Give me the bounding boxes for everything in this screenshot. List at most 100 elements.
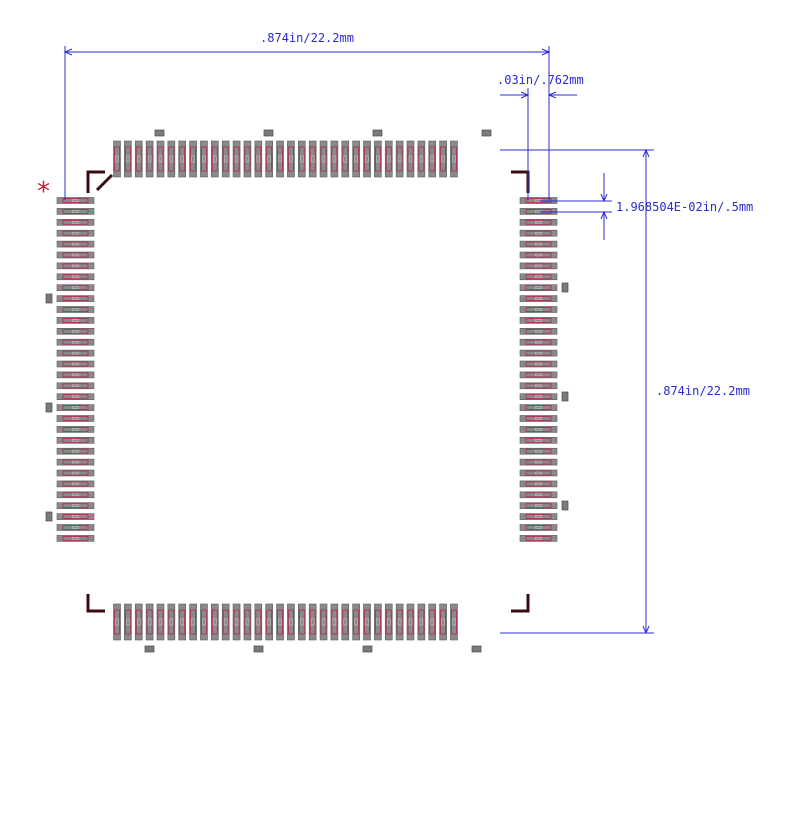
- pad-top: [232, 140, 241, 178]
- pad-left: [56, 229, 95, 237]
- pad-top: [330, 140, 339, 178]
- pad-left: [56, 208, 95, 215]
- pads-layer: [56, 140, 558, 641]
- pad-bottom: [243, 603, 252, 641]
- pad-left: [56, 480, 95, 488]
- pad-bottom: [265, 603, 273, 641]
- pad-bottom: [287, 603, 295, 641]
- pin1-marker: *: [37, 177, 50, 207]
- pad-right: [519, 458, 558, 466]
- pad-top: [428, 140, 437, 178]
- pad-bottom: [395, 603, 404, 641]
- pad-bottom: [352, 603, 360, 641]
- pad-top: [287, 140, 295, 178]
- pad-right: [519, 360, 558, 368]
- pad-right: [519, 284, 558, 292]
- fiducial-mark: [263, 129, 274, 137]
- pad-bottom: [374, 603, 382, 641]
- pad-left: [56, 219, 95, 226]
- pad-left: [56, 284, 95, 292]
- pad-bottom: [439, 603, 447, 641]
- pad-top: [134, 140, 143, 178]
- pad-left: [56, 393, 95, 401]
- pad-right: [519, 415, 558, 422]
- pad-bottom: [156, 603, 165, 641]
- corner-top-left: [86, 170, 105, 193]
- pad-left: [56, 306, 95, 313]
- fiducial-mark: [154, 129, 165, 137]
- pad-right: [519, 273, 558, 281]
- fiducial-mark: [362, 645, 373, 653]
- pad-bottom: [308, 603, 317, 641]
- pad-top: [308, 140, 317, 178]
- pad-right: [519, 524, 558, 531]
- pad-left: [56, 524, 95, 531]
- pad-top: [384, 140, 393, 178]
- height-dimension-label: .874in/22.2mm: [656, 384, 750, 398]
- pad-left: [56, 436, 95, 444]
- pad-bottom: [297, 603, 306, 641]
- pad-bottom: [189, 603, 197, 641]
- fiducial-mark: [45, 402, 53, 413]
- width-arrow-right: [541, 48, 551, 56]
- pad-right: [519, 436, 558, 444]
- pad-left: [56, 371, 95, 379]
- fiducial-mark: [561, 391, 569, 402]
- pad-left: [56, 447, 95, 455]
- pad-left: [56, 295, 95, 302]
- pad-right: [519, 306, 558, 313]
- pad-left: [56, 273, 95, 281]
- pad-bottom: [406, 603, 415, 641]
- pad-right: [519, 371, 558, 379]
- pad-left: [56, 469, 95, 477]
- pad-top: [145, 140, 154, 178]
- pad-top: [352, 140, 360, 178]
- pad-bottom: [363, 603, 371, 641]
- pad-left: [56, 197, 95, 204]
- width-arrow-left: [63, 48, 73, 56]
- fiducial-mark: [45, 511, 53, 522]
- pad-left: [56, 251, 95, 259]
- corner-bottom-right: [511, 594, 530, 613]
- pad-bottom: [319, 603, 328, 641]
- pad-right: [519, 240, 558, 248]
- pad-bottom: [276, 603, 284, 641]
- pad-left: [56, 415, 95, 422]
- pad-left: [56, 426, 95, 433]
- pad-bottom: [417, 603, 426, 641]
- pad-left: [56, 338, 95, 346]
- pad-bottom: [221, 603, 230, 641]
- pad-left: [56, 317, 95, 324]
- pad-left: [56, 535, 95, 542]
- pad-bottom: [384, 603, 393, 641]
- pitch-arrow-top: [600, 193, 608, 203]
- pad-right: [519, 491, 558, 499]
- pad-top: [439, 140, 447, 178]
- pad-left: [56, 262, 95, 270]
- pad-top: [363, 140, 371, 178]
- pad-top: [221, 140, 230, 178]
- pad-right: [519, 502, 558, 510]
- pad-bottom: [232, 603, 241, 641]
- pad-width-dimension-label: .03in/.762mm: [497, 73, 584, 87]
- pitch-arrow-bottom: [600, 210, 608, 220]
- pad-bottom: [145, 603, 154, 641]
- padw-arrow-left: [520, 91, 530, 99]
- pad-top: [243, 140, 252, 178]
- pad-right: [519, 447, 558, 455]
- body-outline: [86, 170, 530, 613]
- width-dimension-label: .874in/22.2mm: [260, 31, 354, 45]
- pad-top: [254, 140, 263, 178]
- pad-right: [519, 338, 558, 346]
- pad-top: [374, 140, 382, 178]
- pad-left: [56, 360, 95, 368]
- pad-top: [450, 140, 458, 178]
- pad-top: [178, 140, 187, 178]
- pad-right: [519, 327, 558, 335]
- dimension-lines: [63, 46, 654, 635]
- pad-bottom: [113, 603, 121, 641]
- pad-left: [56, 349, 95, 357]
- pad-bottom: [134, 603, 143, 641]
- pad-top: [319, 140, 328, 178]
